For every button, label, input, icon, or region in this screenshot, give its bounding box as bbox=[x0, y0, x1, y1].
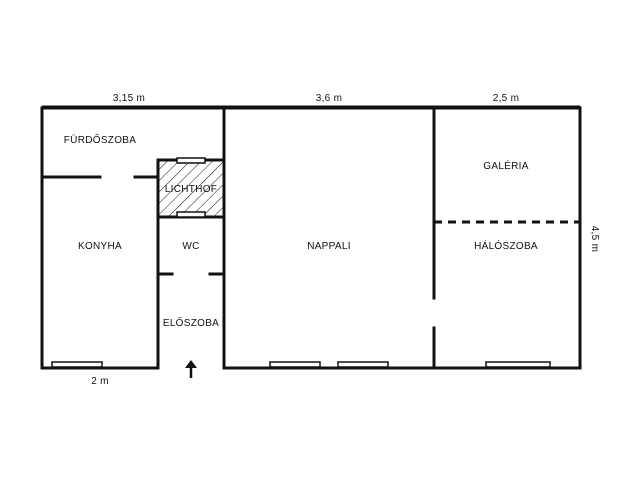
room-label-bedroom: HÁLÓSZOBA bbox=[474, 239, 538, 252]
dimension-bottom-left: 2 m bbox=[91, 376, 109, 387]
dimension-top-left: 3,15 m bbox=[113, 93, 145, 104]
room-label-kitchen: KONYHA bbox=[78, 241, 122, 252]
dimension-right: 4,5 m bbox=[589, 226, 600, 253]
room-label-wc: WC bbox=[182, 241, 199, 252]
windows bbox=[51, 361, 551, 368]
lightwell-window-top bbox=[176, 157, 206, 164]
dimension-top-right: 2,5 m bbox=[493, 93, 520, 104]
dimension-top-middle: 3,6 m bbox=[316, 93, 343, 104]
walls bbox=[40, 106, 582, 370]
room-label-gallery: GALÉRIA bbox=[483, 159, 528, 172]
entrance-arrow-icon bbox=[185, 360, 197, 378]
room-label-bathroom: FÜRDŐSZOBA bbox=[64, 132, 136, 146]
room-label-living-room: NAPPALI bbox=[307, 241, 351, 252]
lightwell-window-bottom bbox=[176, 211, 206, 218]
room-label-hallway: ELŐSZOBA bbox=[163, 315, 219, 329]
room-label-lightwell: LICHTHOF bbox=[165, 184, 217, 195]
